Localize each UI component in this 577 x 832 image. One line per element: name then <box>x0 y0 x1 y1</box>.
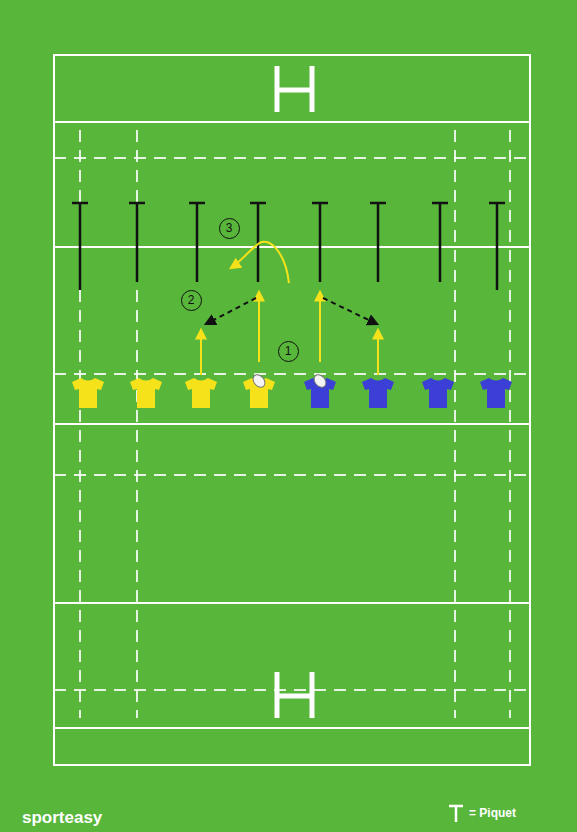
player-shirt <box>130 378 162 408</box>
piquet-pole <box>319 203 322 282</box>
player-shirt <box>422 378 454 408</box>
player-shirt <box>243 372 275 408</box>
legend-text: = Piquet <box>469 806 516 820</box>
watermark: sporteasy <box>22 808 102 828</box>
piquet-top <box>432 202 448 205</box>
player-shirt <box>480 378 512 408</box>
piquets <box>72 203 505 290</box>
player-shirt <box>185 378 217 408</box>
piquet-top <box>72 202 88 205</box>
piquet-pole <box>136 203 139 282</box>
piquet-pole <box>79 203 82 290</box>
piquet-top <box>489 202 505 205</box>
legend-entry: = Piquet <box>447 803 516 823</box>
piquet-pole <box>496 203 499 290</box>
piquet-top <box>189 202 205 205</box>
callout-circle: 3 <box>219 218 240 239</box>
callout-number: 1 <box>285 345 292 357</box>
field-lines <box>54 55 530 765</box>
player-shirt <box>304 372 336 408</box>
ball <box>312 372 329 389</box>
piquet-top <box>250 202 266 205</box>
callout-circle: 1 <box>278 341 299 362</box>
player-shirt <box>72 378 104 408</box>
pass-arrows <box>206 298 377 324</box>
goal-posts <box>277 66 312 718</box>
ball <box>251 372 268 389</box>
piquet-top <box>312 202 328 205</box>
players <box>72 372 512 408</box>
run-arrows <box>201 242 378 375</box>
callout-circle: 2 <box>181 290 202 311</box>
piquet-top <box>370 202 386 205</box>
callout-number: 3 <box>226 222 233 234</box>
player-shirt <box>362 378 394 408</box>
piquet-pole <box>439 203 442 282</box>
piquet-symbol <box>447 803 465 823</box>
piquet-pole <box>377 203 380 282</box>
piquet-top <box>129 202 145 205</box>
piquet-pole <box>196 203 199 282</box>
callout-number: 2 <box>188 294 195 306</box>
